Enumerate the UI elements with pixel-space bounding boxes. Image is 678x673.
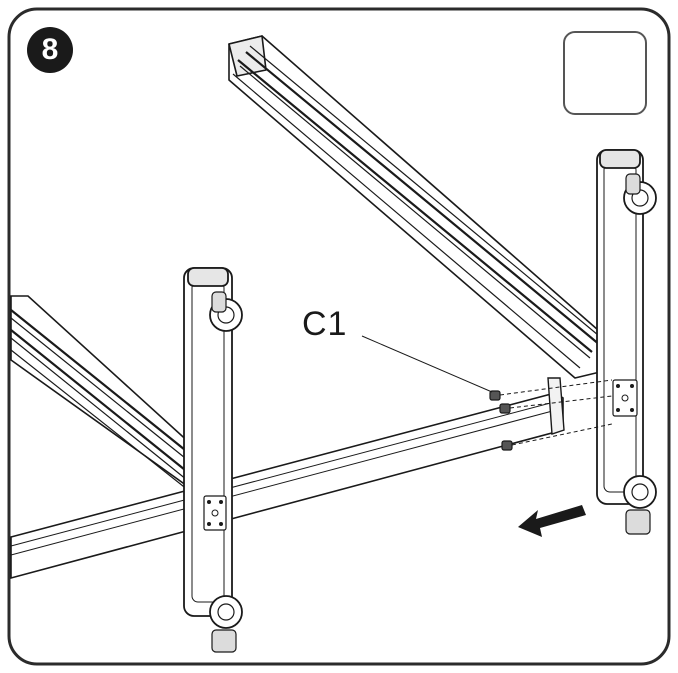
step-number: 8 [41,33,59,66]
bracket-plate-left [203,495,227,531]
left-rail [10,295,204,491]
end-bracket [547,377,565,435]
bracket-plate-right [612,379,638,417]
bolts-c1 [489,379,613,451]
bolt [499,403,511,414]
tool-box [563,31,647,115]
step-number-badge: 8 [27,27,73,73]
arrow-left-icon [518,505,586,537]
bolt [501,440,513,451]
part-label-c1: C1 [302,305,348,343]
bolt [489,390,501,401]
callout-leader [361,335,493,393]
right-post [596,149,657,535]
left-post [183,267,243,653]
